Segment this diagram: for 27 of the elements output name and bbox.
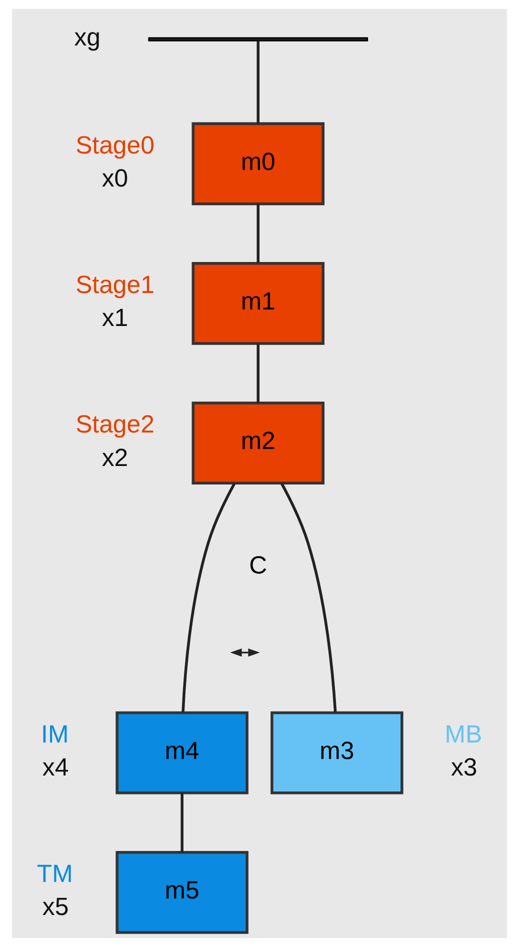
node-label: x2 [101,444,128,472]
connector [181,482,236,713]
connector [256,344,259,403]
node-box: m4 [115,711,248,794]
node-label: IM [40,720,68,748]
node-box: m5 [115,850,248,934]
node-box: m1 [191,262,324,345]
connector [280,482,336,713]
connector [256,204,259,264]
connector [256,40,259,124]
node-label: Stage0 [75,131,154,160]
node-label: Stage1 [75,270,154,299]
node-label: MB [444,720,482,748]
node-label: x3 [450,753,477,782]
node-label: TM [36,860,72,888]
node-box: m2 [191,402,324,485]
connector [180,793,183,852]
node-label: x4 [42,753,68,782]
node-box: m3 [270,711,403,794]
node-label: x1 [101,304,128,332]
node-label: Stage2 [75,410,154,439]
node-label: xg [74,23,100,52]
node-label: x0 [101,164,128,192]
label: C [248,552,267,580]
node-bar [148,37,368,42]
node-box: m0 [191,122,324,206]
node-label: x5 [42,893,68,922]
